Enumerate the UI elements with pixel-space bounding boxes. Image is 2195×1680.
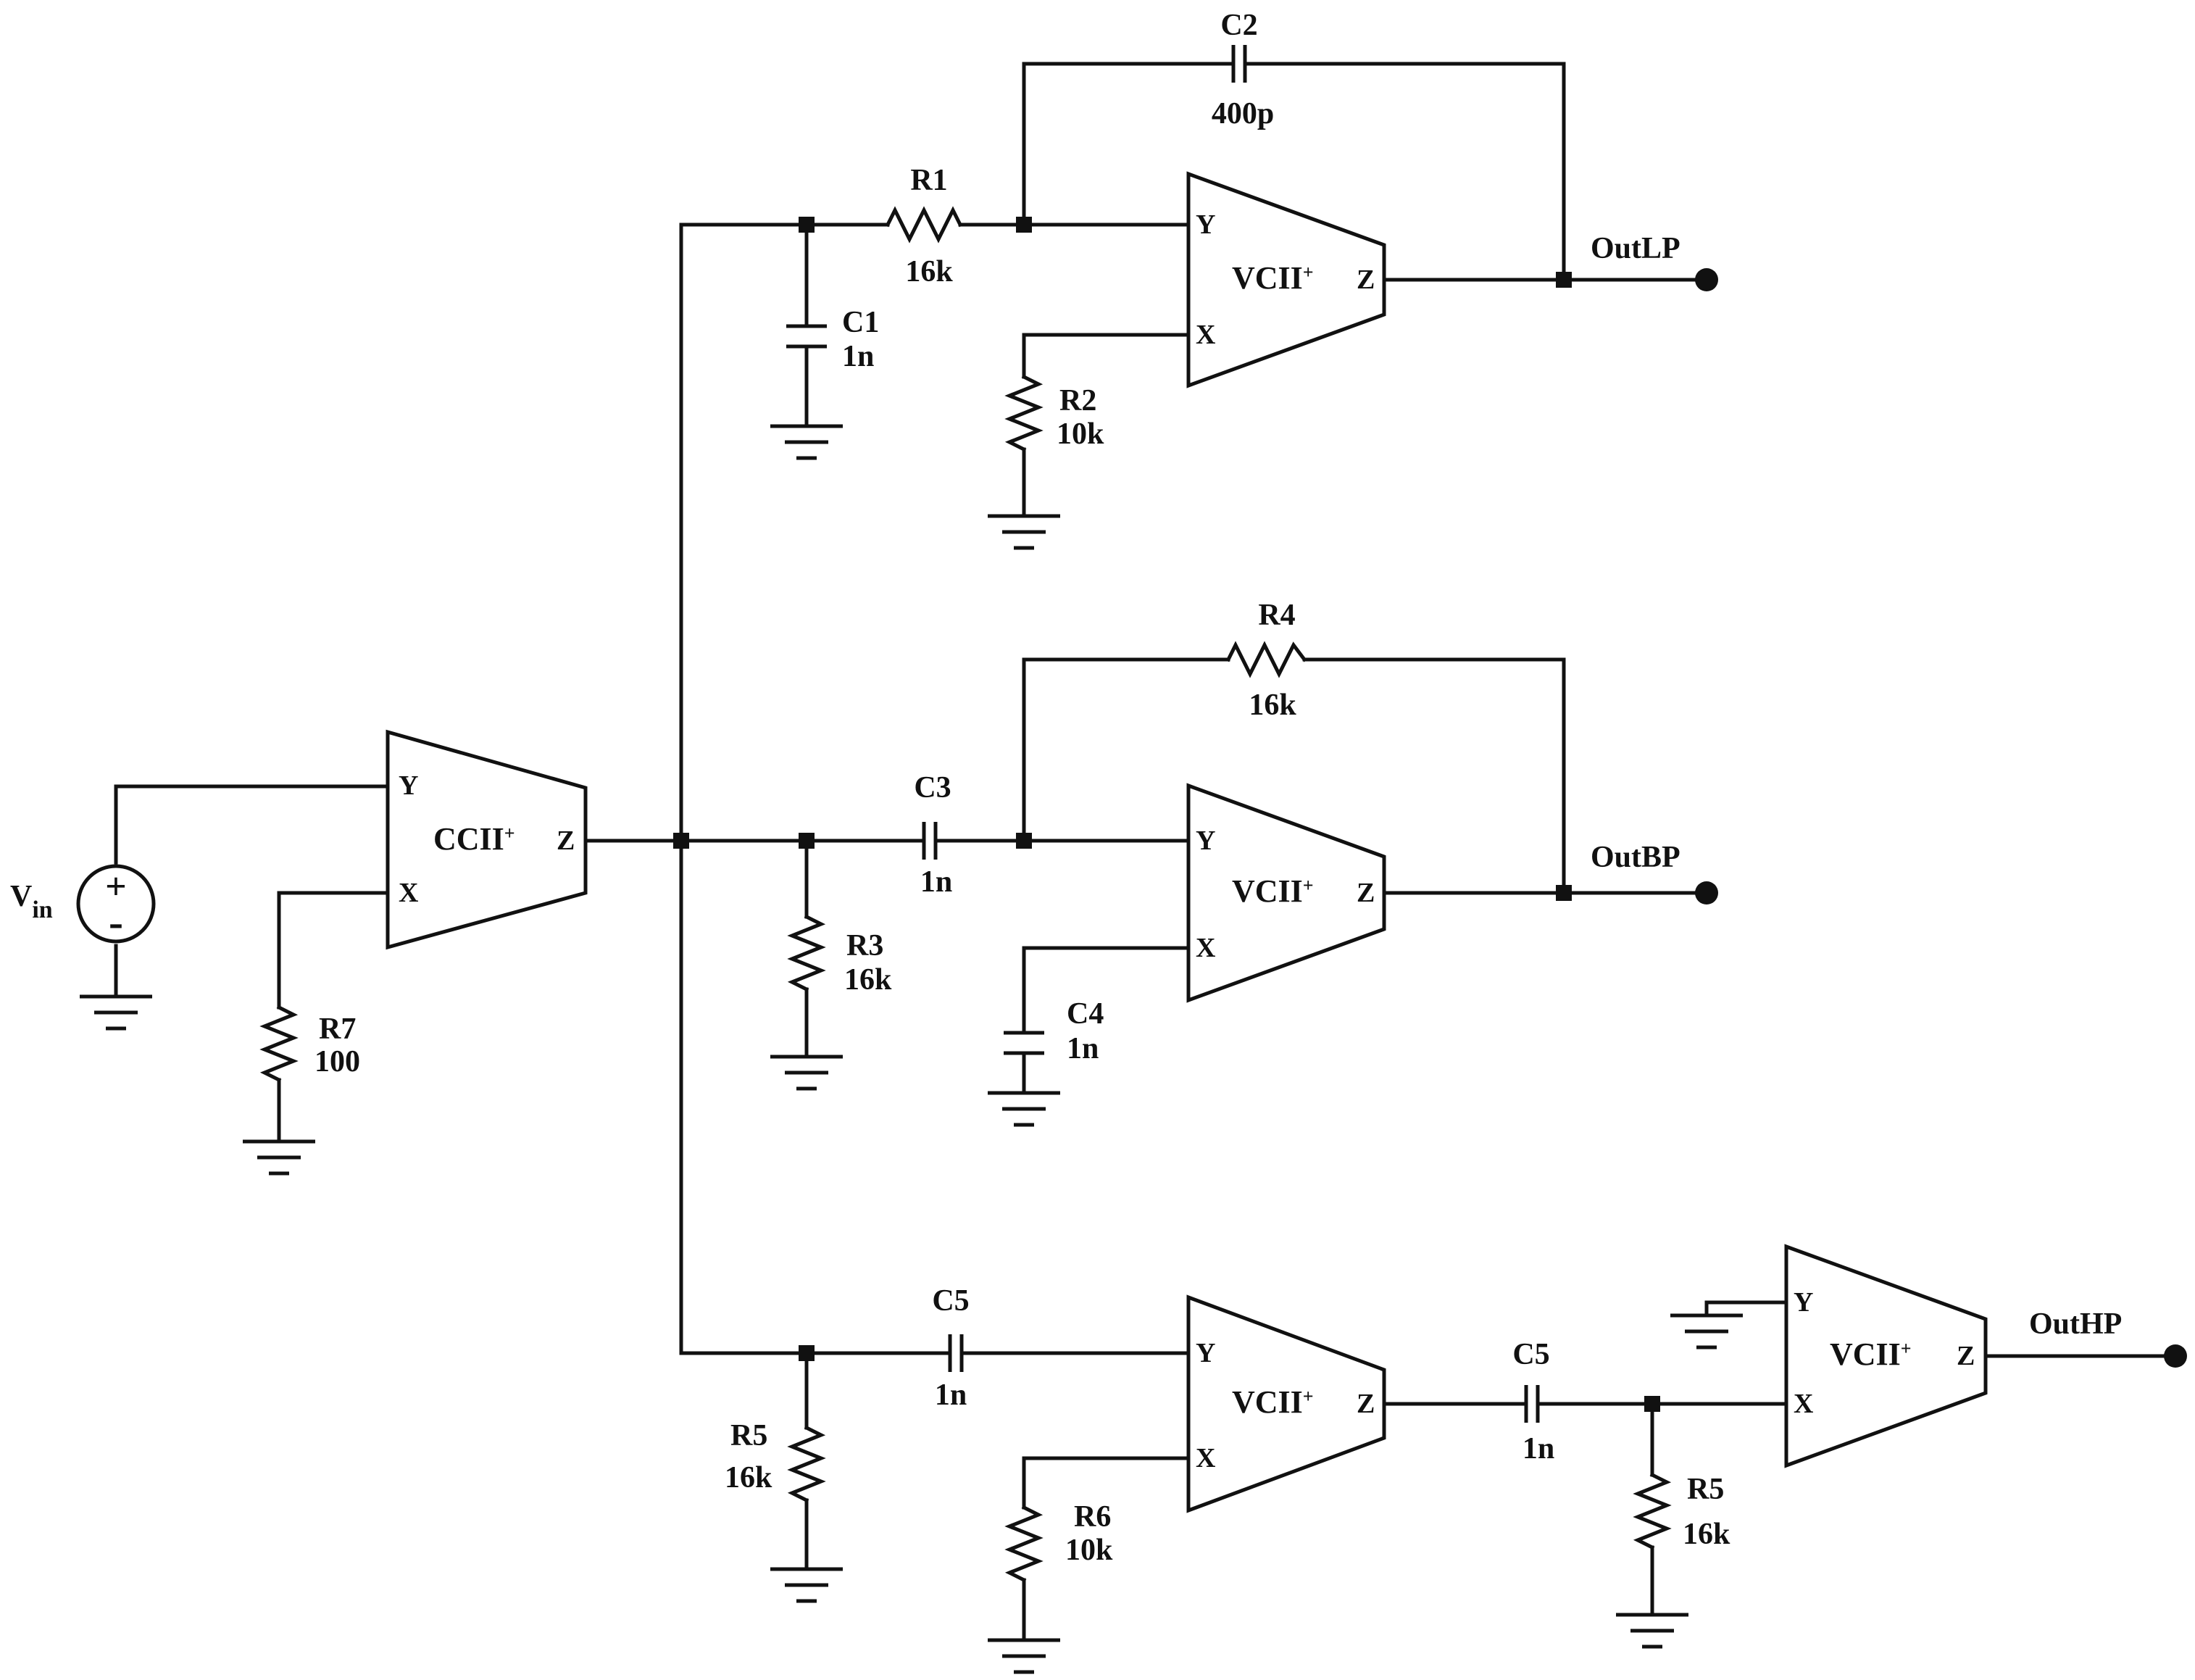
- svg-text:X: X: [1794, 1389, 1813, 1419]
- label-c5a-name: C5: [932, 1284, 969, 1318]
- label-r2-name: R2: [1059, 384, 1096, 417]
- voltage-source: + - Vin: [10, 864, 156, 946]
- svg-text:Z: Z: [1957, 1341, 1975, 1371]
- ground-icon: [988, 1638, 1060, 1674]
- resistor-r5a-symbol: [787, 1425, 826, 1503]
- label-r5a-value: 16k: [725, 1461, 772, 1494]
- label-r5b-value: 16k: [1683, 1518, 1730, 1551]
- resistors: [259, 206, 1672, 1583]
- svg-text:Z: Z: [1357, 878, 1375, 908]
- label-c2-name: C2: [1220, 9, 1257, 42]
- svg-text:Y: Y: [1196, 209, 1215, 240]
- label-c5b-name: C5: [1512, 1338, 1549, 1371]
- svg-text:Y: Y: [1196, 1338, 1215, 1368]
- terminal-outbp[interactable]: [1695, 881, 1718, 905]
- label-r5b-name: R5: [1687, 1473, 1724, 1506]
- vcii-bp-block: Y X Z VCII+: [1186, 783, 1386, 1003]
- svg-text:Y: Y: [1196, 826, 1215, 856]
- svg-text:X: X: [1196, 320, 1215, 350]
- source-plus: +: [105, 866, 127, 907]
- resistor-r1-symbol: [871, 206, 963, 244]
- capacitor-c4-symbol: [1004, 1031, 1044, 1055]
- label-c4-value: 1n: [1067, 1032, 1099, 1065]
- component-labels: C2 400p R1 16k C1 1n R2 10k OutLP R4 16k…: [315, 9, 2122, 1567]
- resistor-r2-symbol: [1004, 374, 1044, 452]
- label-c1-value: 1n: [842, 340, 874, 373]
- svg-text:Y: Y: [1794, 1287, 1813, 1318]
- svg-text:VCII+: VCII+: [1232, 260, 1314, 296]
- label-r1-value: 16k: [905, 255, 953, 288]
- svg-text:Z: Z: [1357, 1389, 1375, 1419]
- ground-icon: [988, 1091, 1060, 1127]
- label-r3-name: R3: [846, 929, 883, 962]
- capacitor-c2-symbol: [1215, 45, 1263, 83]
- svg-text:X: X: [1196, 1443, 1215, 1473]
- source-label: Vin: [10, 880, 53, 923]
- label-outbp: OutBP: [1591, 841, 1680, 874]
- label-r3-value: 16k: [844, 963, 892, 997]
- label-c5b-value: 1n: [1523, 1432, 1554, 1465]
- output-terminals: [1695, 268, 2187, 1368]
- ground-icon: [1670, 1313, 1743, 1350]
- terminal-outhp[interactable]: [2164, 1344, 2187, 1368]
- label-r4-value: 16k: [1249, 689, 1296, 722]
- label-c2-value: 400p: [1212, 97, 1274, 130]
- ccii-block: Y X Z CCII+: [386, 729, 588, 950]
- label-r7-value: 100: [315, 1045, 360, 1078]
- svg-text:VCII+: VCII+: [1232, 1384, 1314, 1420]
- resistor-r4-symbol: [1225, 641, 1307, 678]
- capacitors: [786, 45, 1548, 1423]
- svg-text:Z: Z: [1357, 265, 1375, 295]
- ground-icon: [770, 1567, 843, 1603]
- svg-text:VCII+: VCII+: [1232, 873, 1314, 909]
- label-c5a-value: 1n: [935, 1378, 967, 1412]
- label-r6-name: R6: [1074, 1500, 1111, 1534]
- ground-icon: [243, 1136, 315, 1176]
- resistor-r3-symbol: [787, 914, 826, 992]
- voltage-source-icon: [76, 864, 156, 944]
- label-c1-name: C1: [842, 306, 879, 339]
- capacitor-c1-symbol: [786, 324, 827, 349]
- label-outlp: OutLP: [1591, 232, 1680, 265]
- resistor-r6-symbol: [1004, 1505, 1044, 1583]
- ground-icon: [988, 514, 1060, 550]
- label-r4-name: R4: [1258, 599, 1295, 632]
- junctions: [673, 217, 1660, 1412]
- label-r6-value: 10k: [1065, 1534, 1113, 1567]
- resistor-r7-symbol: [259, 1005, 299, 1083]
- label-r2-value: 10k: [1057, 417, 1104, 451]
- svg-text:X: X: [1196, 933, 1215, 963]
- svg-text:VCII+: VCII+: [1830, 1336, 1912, 1372]
- ground-icon: [80, 991, 152, 1031]
- label-c3-value: 1n: [920, 865, 952, 899]
- ground-icon: [770, 424, 843, 460]
- capacitor-c5b-symbol: [1516, 1385, 1548, 1423]
- label-c3-name: C3: [914, 771, 951, 804]
- svg-text:Z: Z: [557, 826, 575, 856]
- ground-icon: [770, 1055, 843, 1091]
- label-outhp: OutHP: [2029, 1307, 2122, 1341]
- ground-icon: [1616, 1613, 1688, 1649]
- terminal-outlp[interactable]: [1695, 268, 1718, 291]
- source-minus: -: [109, 898, 123, 946]
- svg-text:CCII+: CCII+: [433, 821, 515, 857]
- capacitor-c3-symbol: [912, 822, 944, 860]
- label-r7-name: R7: [319, 1012, 356, 1046]
- resistor-r5b-symbol: [1633, 1472, 1672, 1550]
- label-r5a-name: R5: [730, 1419, 767, 1452]
- svg-text:X: X: [399, 878, 418, 908]
- vcii-hp1-block: Y X Z VCII+: [1186, 1294, 1386, 1513]
- vcii-hp2-block: Y X Z VCII+: [1784, 1244, 1988, 1468]
- svg-text:Y: Y: [399, 770, 418, 801]
- vcii-lp-block: Y X Z VCII+: [1186, 171, 1386, 388]
- grounds: [80, 424, 1743, 1674]
- capacitor-c5a-symbol: [940, 1334, 972, 1372]
- label-r1-name: R1: [910, 164, 947, 197]
- label-c4-name: C4: [1067, 997, 1104, 1031]
